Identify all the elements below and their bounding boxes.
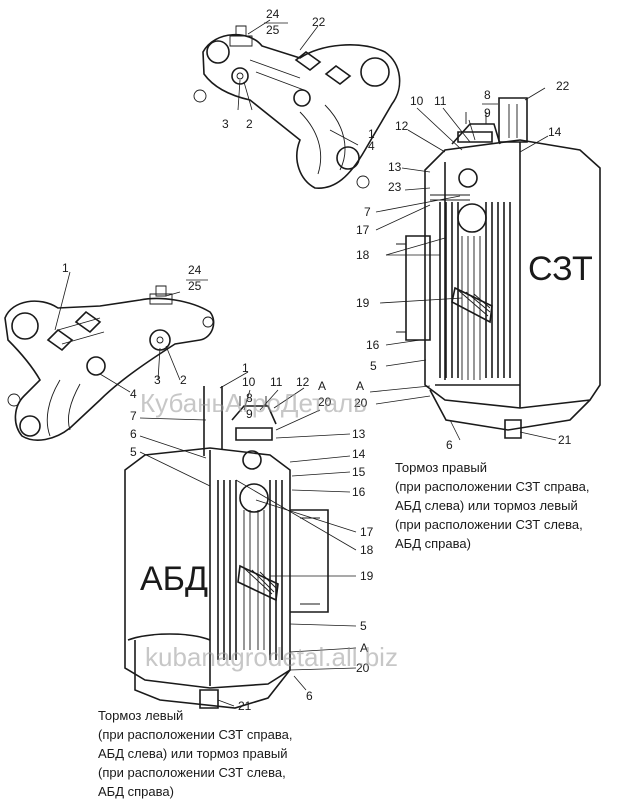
label-left-8: 8 — [246, 391, 253, 405]
label-left-10: 10 — [242, 375, 256, 389]
caption-left-line-2: (при расположении СЗТ справа, — [98, 727, 293, 742]
caption-left-line-5: АБД справа) — [98, 784, 174, 799]
label-left-14: 14 — [352, 447, 366, 461]
label-right-18: 18 — [356, 248, 370, 262]
label-left-4: 4 — [130, 387, 137, 401]
label-top-22: 22 — [312, 15, 326, 29]
label-right-22: 22 — [556, 79, 570, 93]
label-left-3: 3 — [154, 373, 161, 387]
label-left-A: А — [318, 379, 326, 393]
label-top-2: 2 — [246, 117, 253, 131]
label-right-9: 9 — [484, 106, 491, 120]
label-right-10: 10 — [410, 94, 424, 108]
label-top-4: 4 — [368, 139, 375, 153]
label-left-5b: 5 — [360, 619, 367, 633]
right-brake-callouts: 22 8 9 10 11 12 14 13 23 7 17 18 СЗТ 19 … — [354, 79, 593, 452]
label-right-5: 5 — [370, 359, 377, 373]
label-right-23: 23 — [388, 180, 402, 194]
label-top-1: 1 — [368, 127, 375, 141]
left-brake-callouts: 1 24 25 3 2 4 7 6 5 1 10 11 12 8 9 А 20 … — [54, 261, 374, 713]
label-left-24: 24 — [188, 263, 202, 277]
label-top-25: 25 — [266, 23, 280, 37]
marker-abd: АБД — [140, 560, 208, 598]
label-left-Ab: А — [360, 641, 368, 655]
label-left-18: 18 — [360, 543, 374, 557]
label-left-9: 9 — [246, 407, 253, 421]
label-left-25: 25 — [188, 279, 202, 293]
label-left-12: 12 — [296, 375, 310, 389]
caption-left-line-1: Тормоз левый — [98, 708, 184, 723]
caption-right-line-4: (при расположении СЗТ слева, — [395, 517, 583, 532]
label-left-20: 20 — [318, 395, 332, 409]
label-left-5: 5 — [130, 445, 137, 459]
label-left-1b: 1 — [242, 361, 249, 375]
watermark-top: КубаньАгроДеталь — [140, 388, 367, 418]
label-left-11: 11 — [270, 375, 283, 389]
label-left-16: 16 — [352, 485, 366, 499]
label-right-13: 13 — [388, 160, 402, 174]
label-left-20b: 20 — [356, 661, 370, 675]
label-right-A: А — [356, 379, 364, 393]
label-right-11: 11 — [434, 94, 447, 108]
caption-left-line-4: (при расположении СЗТ слева, — [98, 765, 286, 780]
label-right-17: 17 — [356, 223, 370, 237]
caption-right-line-5: АБД справа) — [395, 536, 471, 551]
label-left-15: 15 — [352, 465, 366, 479]
label-right-19: 19 — [356, 296, 370, 310]
label-left-2: 2 — [180, 373, 187, 387]
caption-left-brake: Тормоз левый (при расположении СЗТ справ… — [98, 706, 292, 801]
upper-linkage-lever — [193, 25, 401, 189]
caption-right-line-1: Тормоз правый — [395, 460, 487, 475]
label-left-7: 7 — [130, 409, 137, 423]
caption-right-brake: Тормоз правый (при расположении СЗТ спра… — [395, 458, 589, 553]
label-left-19: 19 — [360, 569, 374, 583]
upper-linkage-callouts: 24 25 22 3 2 4 1 — [222, 7, 375, 153]
label-right-12: 12 — [395, 119, 409, 133]
label-right-7: 7 — [364, 205, 371, 219]
caption-right-line-3: АБД слева) или тормоз левый — [395, 498, 578, 513]
marker-szt: СЗТ — [528, 250, 593, 288]
label-top-3: 3 — [222, 117, 229, 131]
caption-right-line-2: (при расположении СЗТ справа, — [395, 479, 590, 494]
label-right-20: 20 — [354, 396, 368, 410]
label-left-17: 17 — [360, 525, 374, 539]
label-left-21: 21 — [238, 699, 252, 713]
label-left-1: 1 — [62, 261, 69, 275]
watermark-bottom: kubanagrodetal.all.biz — [145, 642, 398, 672]
label-right-6: 6 — [446, 438, 453, 452]
caption-left-line-3: АБД слева) или тормоз правый — [98, 746, 288, 761]
label-right-16: 16 — [366, 338, 380, 352]
label-right-8: 8 — [484, 88, 491, 102]
left-linkage-lever — [4, 285, 215, 441]
label-right-14: 14 — [548, 125, 562, 139]
label-left-6b: 6 — [306, 689, 313, 703]
label-right-21: 21 — [558, 433, 572, 447]
right-brake-housing — [396, 97, 601, 439]
label-left-6: 6 — [130, 427, 137, 441]
label-left-13: 13 — [352, 427, 366, 441]
label-top-24: 24 — [266, 7, 280, 21]
